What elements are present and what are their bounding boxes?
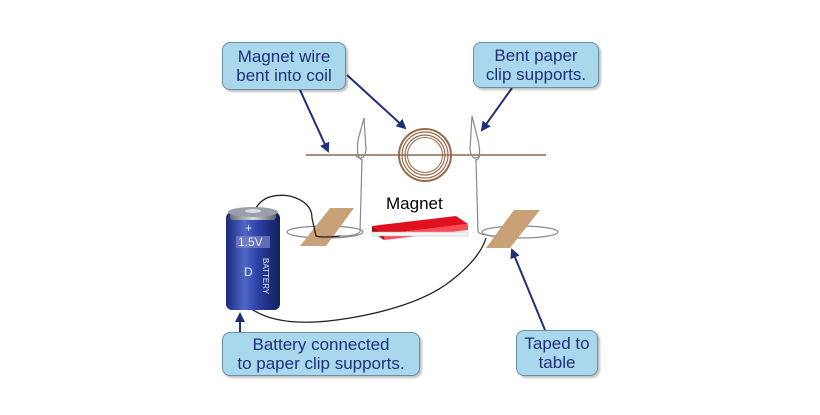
callout-coil: Magnet wire bent into coil bbox=[222, 42, 346, 90]
callout-tape: Taped to table bbox=[516, 330, 598, 376]
magnet-label: Magnet bbox=[386, 194, 443, 213]
callout-coil-line2: bent into coil bbox=[236, 66, 332, 85]
battery-wire-top bbox=[253, 194, 341, 238]
callout-battery-line1: Battery connected bbox=[252, 335, 390, 354]
battery-brand: BATTERY bbox=[261, 258, 270, 295]
arrow-icon bbox=[235, 74, 546, 332]
callout-supports: Bent paper clip supports. bbox=[473, 42, 599, 88]
arrow-supports bbox=[480, 87, 513, 132]
callout-tape-line2: table bbox=[538, 353, 576, 372]
callout-supports-line1: Bent paper bbox=[494, 46, 578, 65]
battery-size: D bbox=[244, 265, 253, 279]
battery-plus: + bbox=[245, 221, 252, 235]
battery-wire-bottom bbox=[249, 237, 487, 323]
magnet-icon bbox=[371, 216, 469, 240]
arrow-coil bbox=[346, 74, 407, 130]
battery-voltage: 1.5V bbox=[238, 235, 263, 249]
battery-icon bbox=[226, 207, 280, 310]
callout-supports-line2: clip supports. bbox=[485, 65, 587, 84]
arrow-tape bbox=[510, 248, 546, 331]
callout-coil-line1: Magnet wire bbox=[237, 47, 331, 66]
tape-right bbox=[486, 210, 540, 248]
tape-left bbox=[300, 208, 354, 246]
callout-battery: Battery connected to paper clip supports… bbox=[222, 332, 420, 376]
coil-icon bbox=[398, 128, 452, 182]
callout-tape-line1: Taped to bbox=[524, 334, 590, 353]
arrow-coil-left bbox=[299, 89, 330, 153]
callout-battery-line2: to paper clip supports. bbox=[237, 354, 405, 373]
